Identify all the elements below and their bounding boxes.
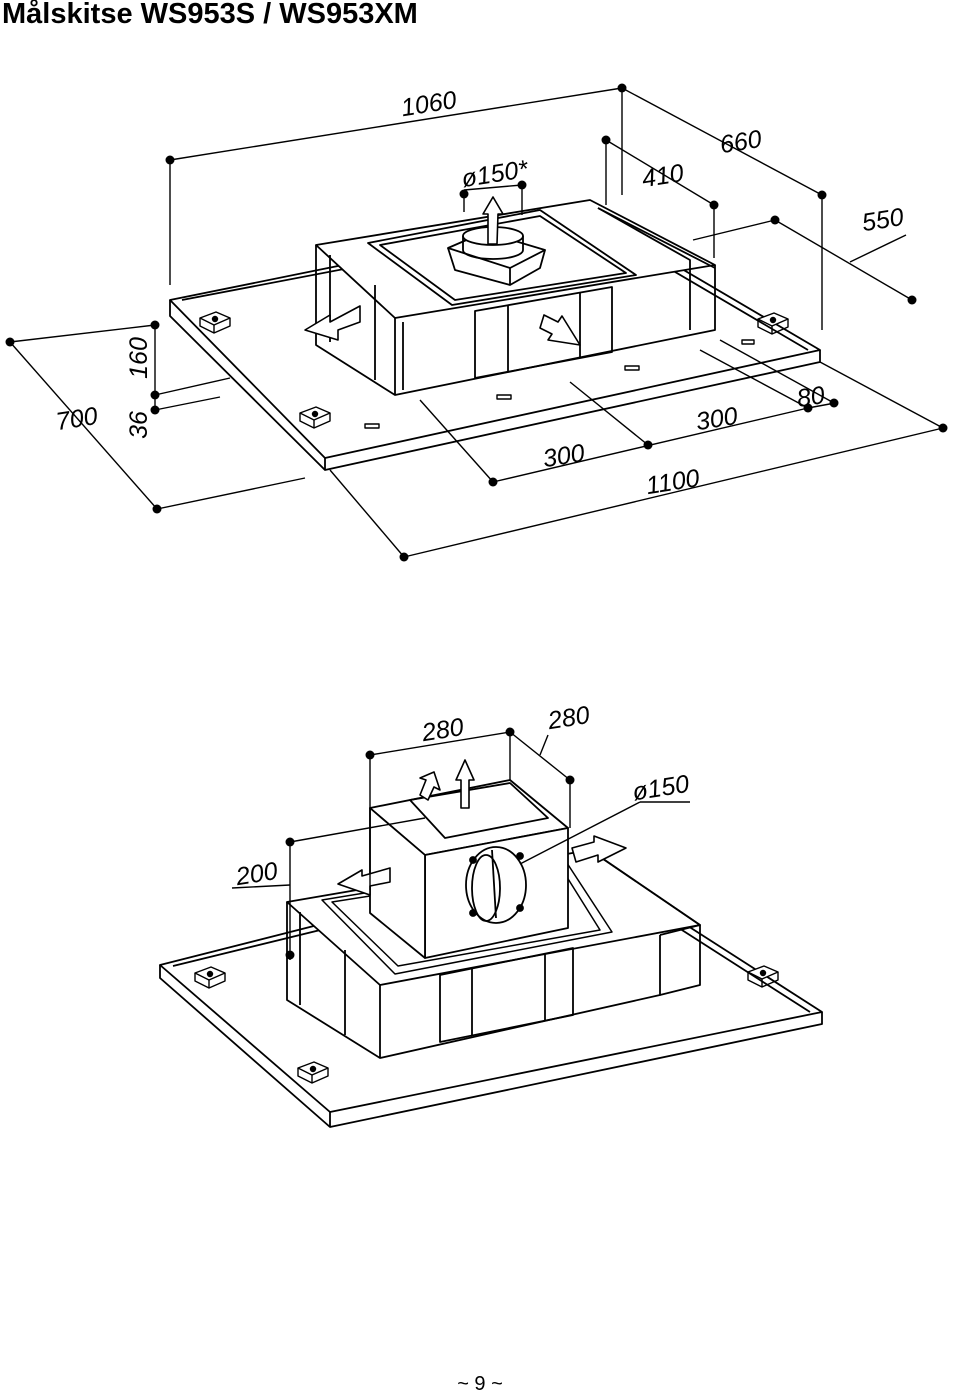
dim-550: 550 <box>860 203 906 237</box>
dim-280-front: 280 <box>419 713 466 747</box>
top-mount-brackets <box>199 311 789 429</box>
dim-1100: 1100 <box>644 464 702 500</box>
dim-300-left: 300 <box>541 439 587 473</box>
bottom-dimension-labels: 280 280 ø150 200 <box>233 701 691 891</box>
bottom-recirculation-box <box>369 779 569 959</box>
top-dimension-dots <box>5 83 948 562</box>
dim-300-right: 300 <box>694 402 740 436</box>
top-airflow-arrows <box>304 196 581 346</box>
dim-410: 410 <box>640 159 686 193</box>
dim-1060: 1060 <box>399 86 458 122</box>
dim-160: 160 <box>125 337 153 379</box>
dim-700: 700 <box>54 402 100 436</box>
dim-280-side: 280 <box>545 701 592 735</box>
bottom-dimension-dots <box>285 727 575 960</box>
top-dimension-labels: 1060 660 410 550 ø150* 160 36 700 80 300… <box>54 86 906 500</box>
bottom-drawing: 280 280 ø150 200 <box>159 701 823 1128</box>
dim-200: 200 <box>233 857 280 891</box>
bottom-mount-brackets <box>194 965 779 1084</box>
dim-diameter-150: ø150 <box>630 770 691 807</box>
dim-80: 80 <box>795 381 827 413</box>
bottom-airflow-arrows <box>337 759 627 896</box>
bottom-dimension-lines <box>231 731 690 960</box>
dim-36: 36 <box>125 411 153 439</box>
dim-660: 660 <box>718 125 764 159</box>
top-drawing: 1060 660 410 550 ø150* 160 36 700 80 300… <box>5 83 948 562</box>
page-title: Målskitse WS953S / WS953XM <box>2 0 418 30</box>
page-number: ~ 9 ~ <box>457 1373 503 1395</box>
